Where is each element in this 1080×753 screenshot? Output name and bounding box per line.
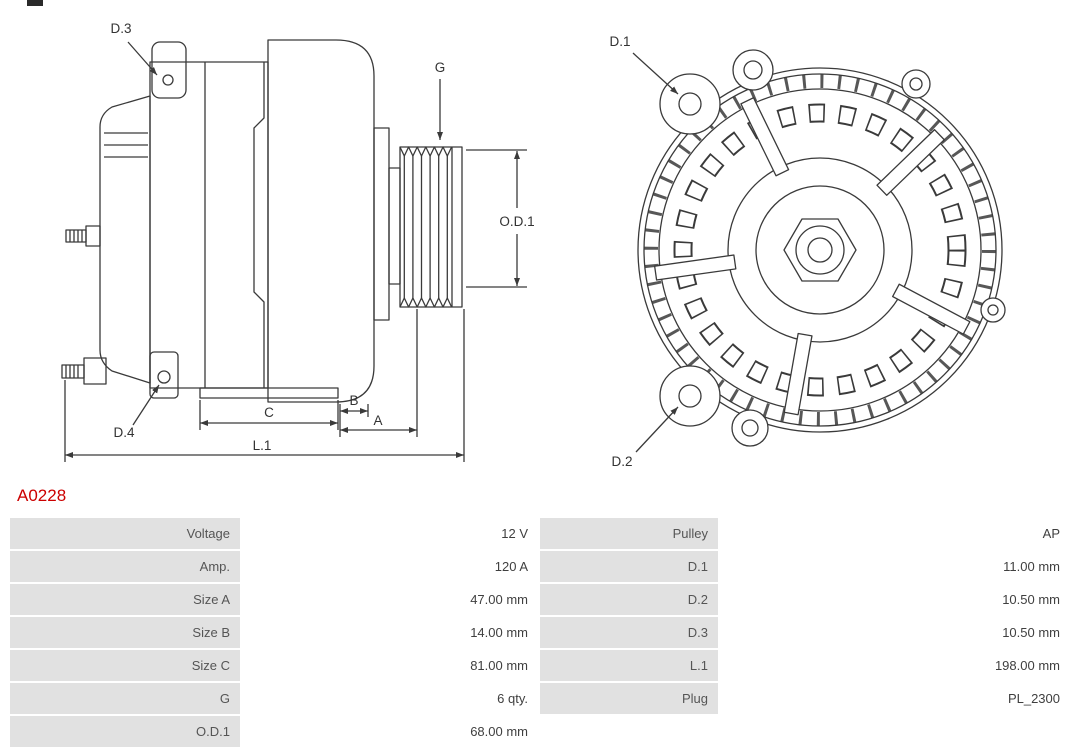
od1-label-bg	[489, 211, 545, 231]
dim-label-b: B	[349, 393, 358, 408]
spec-value-d2: 10.50 mm	[720, 584, 1070, 615]
spec-value-d3: 10.50 mm	[720, 617, 1070, 648]
spec-value-d1: 11.00 mm	[720, 551, 1070, 582]
pulley-groove-top	[399, 146, 453, 157]
teeth-ticks	[644, 74, 996, 426]
nut-circle	[795, 225, 845, 275]
spec-label-d3: D.3	[540, 617, 718, 648]
side-view	[61, 39, 527, 462]
lower-stud	[61, 364, 85, 379]
spec-label-d1: D.1	[540, 551, 718, 582]
spec-empty-cell	[720, 716, 1070, 747]
pulley-groove-lines	[403, 156, 448, 298]
spec-empty-cell	[540, 716, 718, 747]
spec-label-l1: L.1	[540, 650, 718, 681]
top-lug-hole	[162, 74, 174, 86]
leader-d3	[127, 41, 158, 76]
vent-slots-fill	[675, 105, 965, 395]
spec-value-size-c: 81.00 mm	[242, 650, 538, 681]
bottom-lug	[149, 351, 179, 399]
boss-right-hole	[987, 304, 999, 316]
leader-d4	[132, 384, 160, 426]
dim-label-d1: D.1	[609, 34, 630, 49]
od1-extension-lines	[466, 149, 527, 288]
lower-threads	[65, 365, 79, 378]
spec-value-size-b: 14.00 mm	[242, 617, 538, 648]
shaft-spacer	[388, 167, 401, 285]
spoke	[740, 97, 790, 177]
pulley-groove-bottom	[399, 297, 453, 308]
terminal-stud	[65, 229, 87, 243]
spec-label-size-a: Size A	[10, 584, 240, 615]
spec-label-voltage: Voltage	[10, 518, 240, 549]
spec-label-d2: D.2	[540, 584, 718, 615]
spoke	[891, 283, 971, 335]
ear-bottom-left-hole	[678, 384, 702, 408]
dim-label-a: A	[373, 413, 382, 428]
rear-cover-ribs	[104, 132, 148, 158]
leader-d2	[635, 406, 679, 453]
boss-bottom	[731, 409, 769, 447]
spec-value-l1: 198.00 mm	[720, 650, 1070, 681]
dim-label-d2: D.2	[611, 454, 632, 469]
spec-value-pulley: AP	[720, 518, 1070, 549]
spec-label-od1: O.D.1	[10, 716, 240, 747]
dim-label-l1: L.1	[253, 438, 272, 453]
bottom-lug-hole	[157, 370, 171, 384]
spec-label-size-c: Size C	[10, 650, 240, 681]
top-lug	[151, 41, 187, 99]
alternator-drawing: D.3 D.4 G O.D.1 C B A L.1	[27, 0, 1006, 469]
pulley-face-inner	[755, 185, 885, 315]
spec-value-size-a: 47.00 mm	[242, 584, 538, 615]
shaft-center	[807, 237, 833, 263]
dim-label-g: G	[435, 60, 446, 75]
spoke	[876, 129, 945, 196]
technical-drawing-area: D.3 D.4 G O.D.1 C B A L.1	[27, 0, 1006, 469]
spec-value-g: 6 qty.	[242, 683, 538, 714]
part-number: A0228	[17, 486, 67, 505]
rear-cover	[99, 95, 151, 384]
boss-right	[980, 297, 1006, 323]
dim-label-d3: D.3	[110, 21, 131, 36]
pulley	[399, 146, 463, 308]
body-seam-2	[253, 62, 265, 388]
ear-top-left	[659, 73, 721, 135]
spec-label-plug: Plug	[540, 683, 718, 714]
spec-table: Voltage 12 V Pulley AP Amp. 120 A D.1 11…	[10, 518, 1070, 747]
spec-label-size-b: Size B	[10, 617, 240, 648]
spoke	[653, 254, 737, 281]
l1-extension-lines	[64, 309, 465, 462]
spec-value-plug: PL_2300	[720, 683, 1070, 714]
boss-top	[732, 49, 774, 91]
spec-label-g: G	[10, 683, 240, 714]
leader-d1	[632, 52, 679, 95]
spoke	[783, 332, 813, 416]
terminal-threads	[69, 230, 83, 242]
boss-top-right	[901, 69, 931, 99]
teeth-inner-ring	[658, 88, 982, 412]
spec-value-od1: 68.00 mm	[242, 716, 538, 747]
dim-label-od1: O.D.1	[499, 214, 534, 229]
dim-label-d4: D.4	[113, 425, 135, 440]
shaft-nose	[373, 127, 390, 321]
spec-value-amp: 120 A	[242, 551, 538, 582]
ear-top-left-hole	[678, 92, 702, 116]
spec-label-amp: Amp.	[10, 551, 240, 582]
boss-bottom-hole	[741, 419, 759, 437]
mid-body	[149, 61, 269, 389]
dim-label-c: C	[264, 405, 274, 420]
front-view	[632, 49, 1006, 453]
spec-label-pulley: Pulley	[540, 518, 718, 549]
screen-artifact	[27, 0, 43, 6]
terminal-boss	[85, 225, 101, 247]
spec-value-voltage: 12 V	[242, 518, 538, 549]
boss-top-right-hole	[909, 77, 923, 91]
mounting-foot	[199, 387, 339, 399]
boss-top-hole	[743, 60, 763, 80]
front-housing	[267, 39, 375, 403]
